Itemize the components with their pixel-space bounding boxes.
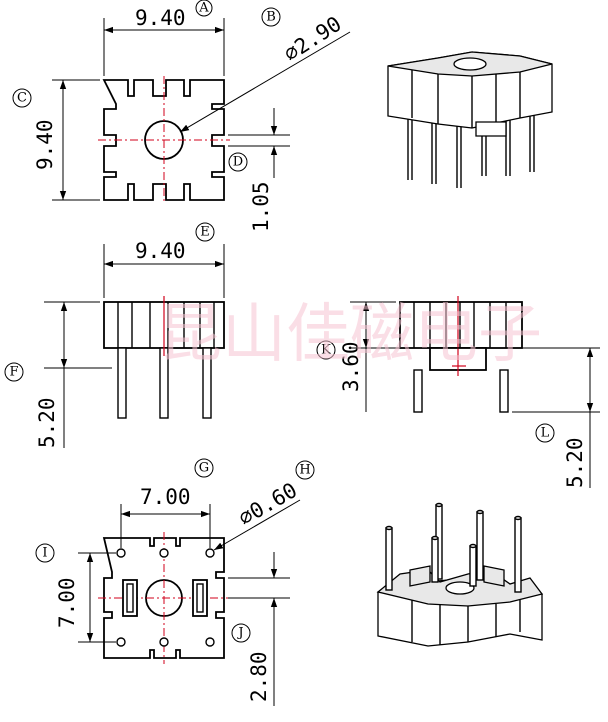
label-d: D bbox=[228, 152, 248, 172]
label-h: H bbox=[295, 460, 315, 480]
dim-end-body-height: 3.60 bbox=[339, 341, 363, 392]
svg-text:E: E bbox=[200, 225, 210, 240]
dim-top-width: 9.40 bbox=[135, 6, 186, 30]
end-view bbox=[350, 296, 600, 488]
label-f: F bbox=[4, 362, 24, 382]
bottom-view bbox=[78, 499, 301, 706]
svg-text:I: I bbox=[42, 546, 47, 561]
dim-end-pin-length: 5.20 bbox=[563, 437, 587, 488]
svg-text:H: H bbox=[299, 463, 310, 478]
top-view bbox=[52, 18, 351, 204]
dim-top-height: 9.40 bbox=[33, 119, 57, 170]
svg-text:D: D bbox=[233, 155, 243, 170]
label-b: B bbox=[261, 7, 281, 27]
iso-view-top bbox=[387, 51, 553, 188]
label-k: K bbox=[316, 340, 336, 360]
label-l: L bbox=[535, 423, 555, 443]
svg-text:G: G bbox=[199, 461, 209, 476]
svg-text:K: K bbox=[321, 343, 331, 358]
watermark-text: 昆山佳磁电子 bbox=[158, 298, 542, 372]
dim-side-width: 9.40 bbox=[135, 239, 186, 263]
side-view bbox=[44, 244, 225, 448]
label-c: C bbox=[12, 88, 32, 108]
dim-pin-pitch-y: 7.00 bbox=[55, 577, 79, 628]
svg-text:C: C bbox=[17, 91, 27, 106]
dim-pin-diameter: ⌀0.60 bbox=[235, 478, 302, 530]
dim-slot-offset: 1.05 bbox=[249, 181, 273, 232]
label-a: A bbox=[195, 0, 213, 17]
label-g: G bbox=[194, 458, 214, 478]
label-i: I bbox=[35, 543, 55, 563]
svg-text:F: F bbox=[9, 365, 18, 380]
dim-side-pin-length: 5.20 bbox=[35, 397, 59, 448]
label-e: E bbox=[195, 222, 215, 242]
svg-text:J: J bbox=[236, 626, 243, 641]
svg-text:B: B bbox=[266, 10, 276, 25]
svg-text:A: A bbox=[198, 1, 209, 16]
dim-hole-diameter: ⌀2.90 bbox=[280, 12, 346, 67]
label-j: J bbox=[231, 623, 251, 643]
svg-text:L: L bbox=[541, 426, 550, 441]
dim-pin-pitch-x: 7.00 bbox=[140, 485, 191, 509]
iso-view-bottom bbox=[376, 502, 544, 647]
dim-bottom-offset: 2.80 bbox=[247, 651, 271, 702]
